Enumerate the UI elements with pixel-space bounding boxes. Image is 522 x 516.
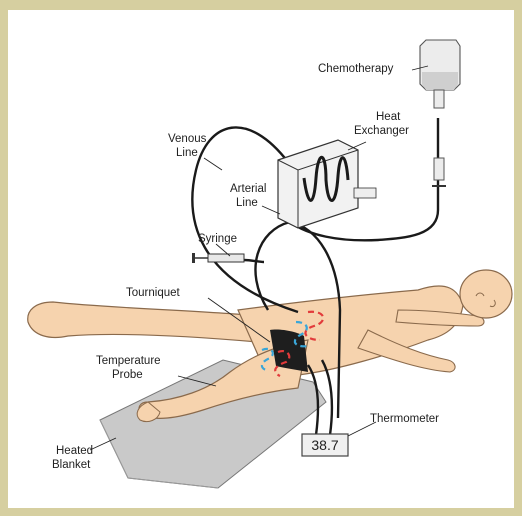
label-arterial-line1: Arterial	[230, 183, 266, 195]
perfusion-diagram: 38.7 Chemotherapy Heat Exchanger Venous …	[8, 10, 514, 508]
label-heat-exchanger-line2: Exchanger	[354, 125, 409, 137]
diagram-frame: 38.7 Chemotherapy Heat Exchanger Venous …	[8, 10, 514, 508]
label-thermometer: Thermometer	[370, 413, 439, 425]
chemotherapy-bag	[420, 40, 460, 186]
label-venous-line1: Venous	[168, 133, 207, 145]
label-venous-line2: Line	[176, 147, 198, 159]
thermometer-display: 38.7	[302, 434, 348, 456]
label-arterial-line2: Line	[236, 197, 258, 209]
syringe-device	[192, 253, 244, 263]
thermometer-reading: 38.7	[311, 437, 338, 453]
label-chemotherapy: Chemotherapy	[318, 63, 394, 75]
label-temperature-probe-line2: Probe	[112, 369, 143, 381]
heat-exchanger	[278, 140, 376, 228]
label-temperature-probe-line1: Temperature	[96, 355, 161, 367]
label-heated-blanket-line2: Blanket	[52, 459, 91, 471]
label-tourniquet: Tourniquet	[126, 287, 181, 299]
label-heat-exchanger-line1: Heat	[376, 111, 401, 123]
label-heated-blanket-line1: Heated	[56, 445, 93, 457]
label-syringe: Syringe	[198, 233, 237, 245]
